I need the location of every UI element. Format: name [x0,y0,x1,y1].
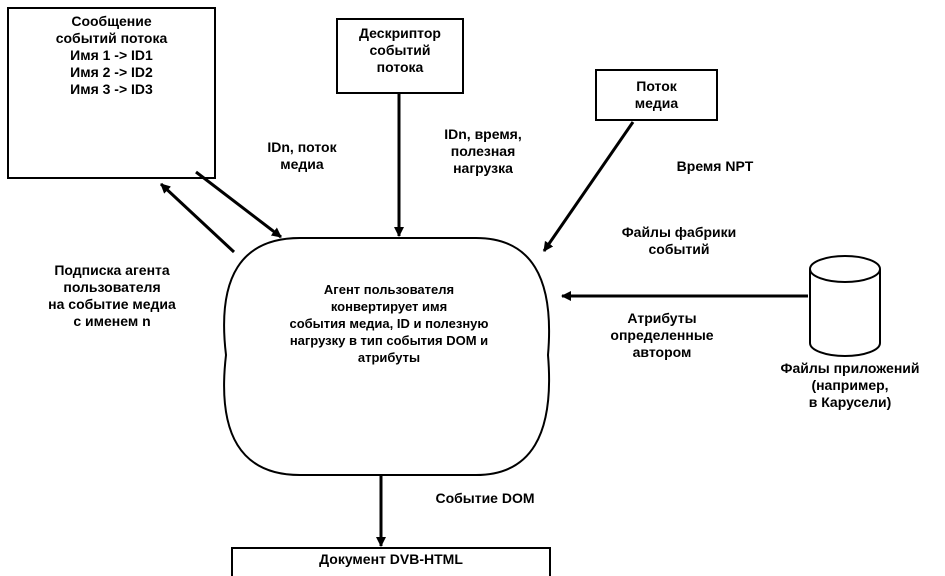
arrow-subscription [159,182,236,254]
stream-events-message-box [7,7,216,179]
media-stream-text: Поток медиа [634,78,679,111]
edge-label-npt-time: Время NPT [676,158,754,174]
application-files-text: Файлы приложений (например, в Карусели) [780,360,920,410]
user-agent-shape [223,237,550,476]
stream-events-message-text: Сообщение событий потока Имя 1 -> ID1 Им… [55,13,168,97]
edge-label-event-factory-files: Файлы фабрики событий [621,224,737,257]
media-stream-box [595,69,718,121]
arrow-idn-media-stream [195,170,282,239]
stream-events-descriptor-text: Дескриптор событий потока [359,25,441,75]
arrow-media-stream-to-agent [542,121,635,252]
edge-label-dom-event: Событие DOM [435,490,535,506]
dvb-html-document-text: Документ DVB-HTML [319,551,463,567]
edge-label-idn-media-stream: IDn, поток медиа [267,139,337,172]
edge-label-subscription: Подписка агента пользователя на событие … [48,262,176,329]
edge-label-idn-time-payload: IDn, время, полезная нагрузка [444,126,522,176]
user-agent-text: Агент пользователя конвертирует имя собы… [289,282,489,365]
dvb-html-document-box [231,547,551,576]
stream-events-descriptor-box [336,18,464,94]
application-files-cylinder [809,255,881,357]
edge-label-author-attributes: Атрибуты определенные автором [610,310,714,360]
